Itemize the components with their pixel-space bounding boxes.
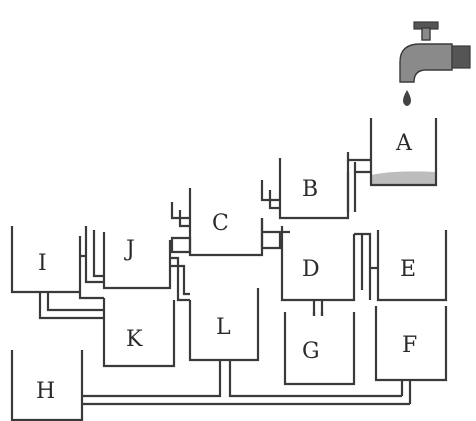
label-c: C bbox=[212, 211, 229, 236]
container-l bbox=[188, 288, 260, 392]
pipe-b-d bbox=[260, 218, 290, 250]
container-h bbox=[10, 350, 84, 421]
container-b bbox=[260, 158, 350, 220]
container-i bbox=[10, 226, 104, 320]
label-f: F bbox=[402, 333, 417, 358]
container-e bbox=[370, 230, 448, 302]
label-k: K bbox=[126, 327, 143, 352]
label-i: I bbox=[38, 251, 47, 276]
pipe-c-j bbox=[170, 236, 192, 254]
label-b: B bbox=[302, 177, 318, 202]
pipe-collector bbox=[82, 392, 410, 406]
container-k bbox=[78, 292, 176, 368]
container-g bbox=[283, 312, 356, 386]
label-d: D bbox=[302, 257, 320, 282]
label-a: A bbox=[395, 131, 413, 156]
label-j: J bbox=[124, 237, 135, 262]
label-h: H bbox=[36, 379, 55, 404]
container-c bbox=[170, 188, 264, 257]
water-drop-icon bbox=[403, 90, 411, 106]
label-e: E bbox=[400, 257, 416, 282]
label-g: G bbox=[302, 339, 320, 364]
faucet-icon bbox=[399, 21, 471, 83]
label-l: L bbox=[216, 315, 231, 340]
container-j bbox=[84, 226, 190, 302]
container-f bbox=[374, 306, 448, 404]
container-a bbox=[346, 118, 438, 187]
container-d bbox=[280, 226, 372, 316]
